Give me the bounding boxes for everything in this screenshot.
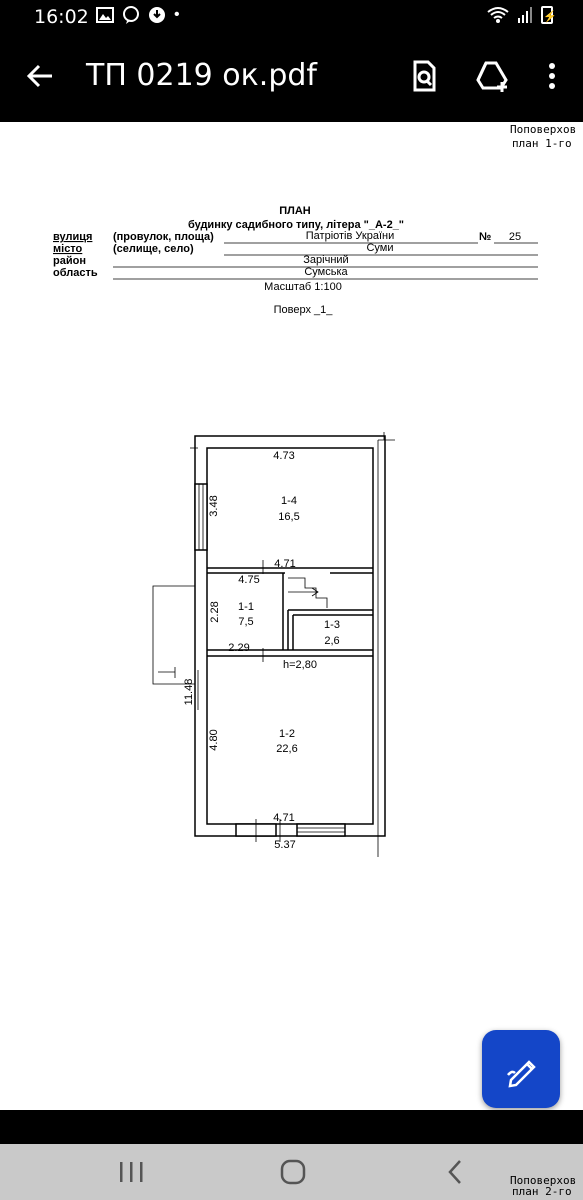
street-sublabel: (провулок, площа) <box>113 231 214 243</box>
viber-icon <box>123 6 139 24</box>
dim-room14-height: 3.48 <box>208 495 220 516</box>
dim-stair-width: 4.75 <box>238 574 259 586</box>
dim-mid-width: 4.71 <box>274 558 295 570</box>
dim-top-width: 4.73 <box>273 450 294 462</box>
wifi-icon <box>487 7 509 23</box>
document-title: ТП 0219 ок.pdf <box>86 58 317 93</box>
floor-label: Поверх _1_ <box>274 304 334 316</box>
status-notification-icons: • <box>96 6 180 24</box>
chevron-left-icon <box>448 1160 461 1184</box>
district-value: Зарічний <box>303 254 348 266</box>
gallery-icon <box>96 7 114 23</box>
home-icon <box>280 1159 306 1185</box>
room-1-4-area: 16,5 <box>278 511 299 523</box>
room-1-1-area: 7,5 <box>238 616 253 628</box>
dim-ceiling-height: h=2,80 <box>283 659 317 671</box>
floor-plan-drawing <box>152 432 395 857</box>
plan-heading: ПЛАН <box>279 205 311 217</box>
more-options-button[interactable] <box>534 58 570 94</box>
dim-room12-height: 4.80 <box>208 729 220 750</box>
status-time: 16:02 <box>34 6 89 28</box>
more-vert-icon <box>549 63 555 89</box>
annotate-fab-button[interactable] <box>482 1030 560 1108</box>
room-1-3-area: 2,6 <box>324 635 339 647</box>
city-value: Суми <box>366 242 393 254</box>
street-value: Патріотів України <box>306 230 394 242</box>
header-right-line-2: план 1-го <box>512 137 572 150</box>
city-label: місто <box>53 243 83 255</box>
pdf-page[interactable]: Поповерхов план 1-го ПЛАН будинку садибн… <box>0 122 583 1110</box>
document-search-icon <box>413 60 436 92</box>
download-icon <box>149 7 165 23</box>
back-button[interactable] <box>22 58 58 94</box>
dim-room11-width: 2.29 <box>228 642 249 654</box>
header-right-line-1: Поповерхов <box>510 123 576 136</box>
nav-bar-top <box>0 1110 583 1144</box>
page-overflow-text: Поповерхов план 2-го <box>510 1175 576 1197</box>
room-1-2-area: 22,6 <box>276 743 297 755</box>
more-notifications-dot: • <box>174 6 180 23</box>
drive-add-icon <box>476 61 508 92</box>
dim-room11-height: 2.28 <box>209 601 221 622</box>
pdf-page-canvas: Поповерхов план 1-го ПЛАН будинку садибн… <box>53 123 576 857</box>
room-1-3-id: 1-3 <box>324 619 340 631</box>
arrow-back-icon <box>26 64 52 88</box>
region-value: Сумська <box>304 266 348 278</box>
number-label: № <box>479 231 491 243</box>
recent-apps-icon <box>120 1162 143 1182</box>
edit-pen-icon <box>507 1060 536 1088</box>
number-value: 25 <box>509 231 521 243</box>
add-to-drive-button[interactable] <box>474 58 510 94</box>
region-label: область <box>53 267 98 279</box>
plan-subtitle: будинку садибного типу, літера "_А-2_" <box>188 219 404 231</box>
dim-total-height: 11.48 <box>183 679 195 706</box>
dim-bottom-outer: 5.37 <box>274 839 295 851</box>
room-1-4-id: 1-4 <box>281 495 297 507</box>
room-1-2-id: 1-2 <box>279 728 295 740</box>
status-system-icons: ⚡ <box>487 6 557 24</box>
dim-bottom-inner: 4.71 <box>273 812 294 824</box>
battery-icon: ⚡ <box>541 6 557 24</box>
scale-label: Масштаб 1:100 <box>264 281 342 293</box>
overflow-line-2: план 2-го <box>512 1185 572 1198</box>
recent-apps-button[interactable] <box>111 1152 151 1192</box>
app-bar: ТП 0219 ок.pdf <box>0 34 583 122</box>
room-1-1-id: 1-1 <box>238 601 254 613</box>
district-label: район <box>53 255 86 267</box>
street-label: вулиця <box>53 231 92 243</box>
back-nav-button[interactable] <box>436 1152 476 1192</box>
city-sublabel: (селище, село) <box>113 243 194 255</box>
signal-icon <box>518 7 532 23</box>
system-navigation-bar: Поповерхов план 2-го <box>0 1144 583 1200</box>
status-bar: 16:02 • ⚡ <box>0 0 583 34</box>
search-in-document-button[interactable] <box>406 58 442 94</box>
home-button[interactable] <box>273 1152 313 1192</box>
overflow-line-1: Поповерхов <box>510 1174 577 1187</box>
